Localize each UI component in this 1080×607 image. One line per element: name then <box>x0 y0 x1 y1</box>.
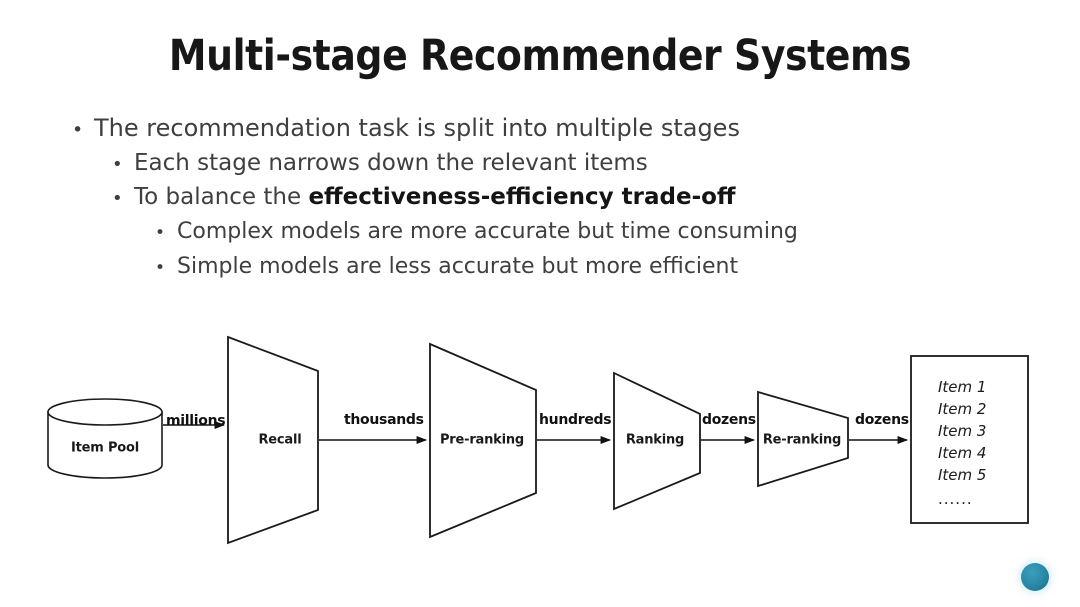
bullet-item-1: • The recommendation task is split into … <box>60 112 1020 147</box>
result-item-5: Item 5 <box>938 466 987 484</box>
bullet-marker-icon: • <box>112 154 123 175</box>
result-item-2: Item 2 <box>938 400 987 418</box>
result-item-1: Item 1 <box>938 378 987 396</box>
bullet-item-5: • Simple models are less accurate but mo… <box>60 250 1020 285</box>
bullet-text-emphasis: effectiveness-efficiency trade-off <box>308 184 736 210</box>
bullet-text: The recommendation task is split into mu… <box>94 114 740 142</box>
bullet-marker-icon: • <box>72 119 84 141</box>
result-ellipsis: ...... <box>938 490 973 508</box>
result-item-4: Item 4 <box>938 444 987 462</box>
stage-shape-ranking <box>613 371 701 511</box>
shape-label-ranking: Ranking <box>625 432 685 448</box>
edge-label-hundreds: hundreds <box>539 412 612 428</box>
page-title: Multi-stage Recommender Systems <box>168 31 912 81</box>
bullet-text: To balance the effectiveness-efficiency … <box>134 181 736 214</box>
edge-label-millions: millions <box>166 413 226 429</box>
corner-accent-dot-icon <box>1021 563 1049 591</box>
bullet-list: • The recommendation task is split into … <box>60 112 1020 285</box>
result-box <box>910 355 1029 524</box>
bullet-item-2: • Each stage narrows down the relevant i… <box>60 147 1020 181</box>
result-item-3: Item 3 <box>938 422 987 440</box>
bullet-item-4: • Complex models are more accurate but t… <box>60 215 1020 250</box>
shape-label-item-pool: Item Pool <box>71 440 139 456</box>
shape-label-re-ranking: Re-ranking <box>762 432 842 448</box>
stage-shape-re-ranking <box>757 390 849 488</box>
bullet-text: Each stage narrows down the relevant ite… <box>134 150 648 176</box>
item-pool-cylinder <box>47 398 163 479</box>
bullet-text: Simple models are less accurate but more… <box>177 254 739 279</box>
bullet-marker-icon: • <box>155 223 166 243</box>
stage-shape-recall <box>227 335 319 545</box>
bullet-marker-icon: • <box>112 188 123 209</box>
edge-label-thousands: thousands <box>344 412 424 428</box>
shape-label-pre-ranking: Pre-ranking <box>439 432 525 448</box>
edge-label-dozens-2: dozens <box>855 412 909 428</box>
bullet-text: Complex models are more accurate but tim… <box>177 219 798 244</box>
bullet-item-3: • To balance the effectiveness-efficienc… <box>60 181 1020 215</box>
stage-shape-pre-ranking <box>429 342 537 539</box>
edge-label-dozens-1: dozens <box>702 412 756 428</box>
shape-label-recall: Recall <box>258 432 302 448</box>
bullet-text-prefix: To balance the <box>134 184 309 210</box>
bullet-marker-icon: • <box>155 258 166 278</box>
